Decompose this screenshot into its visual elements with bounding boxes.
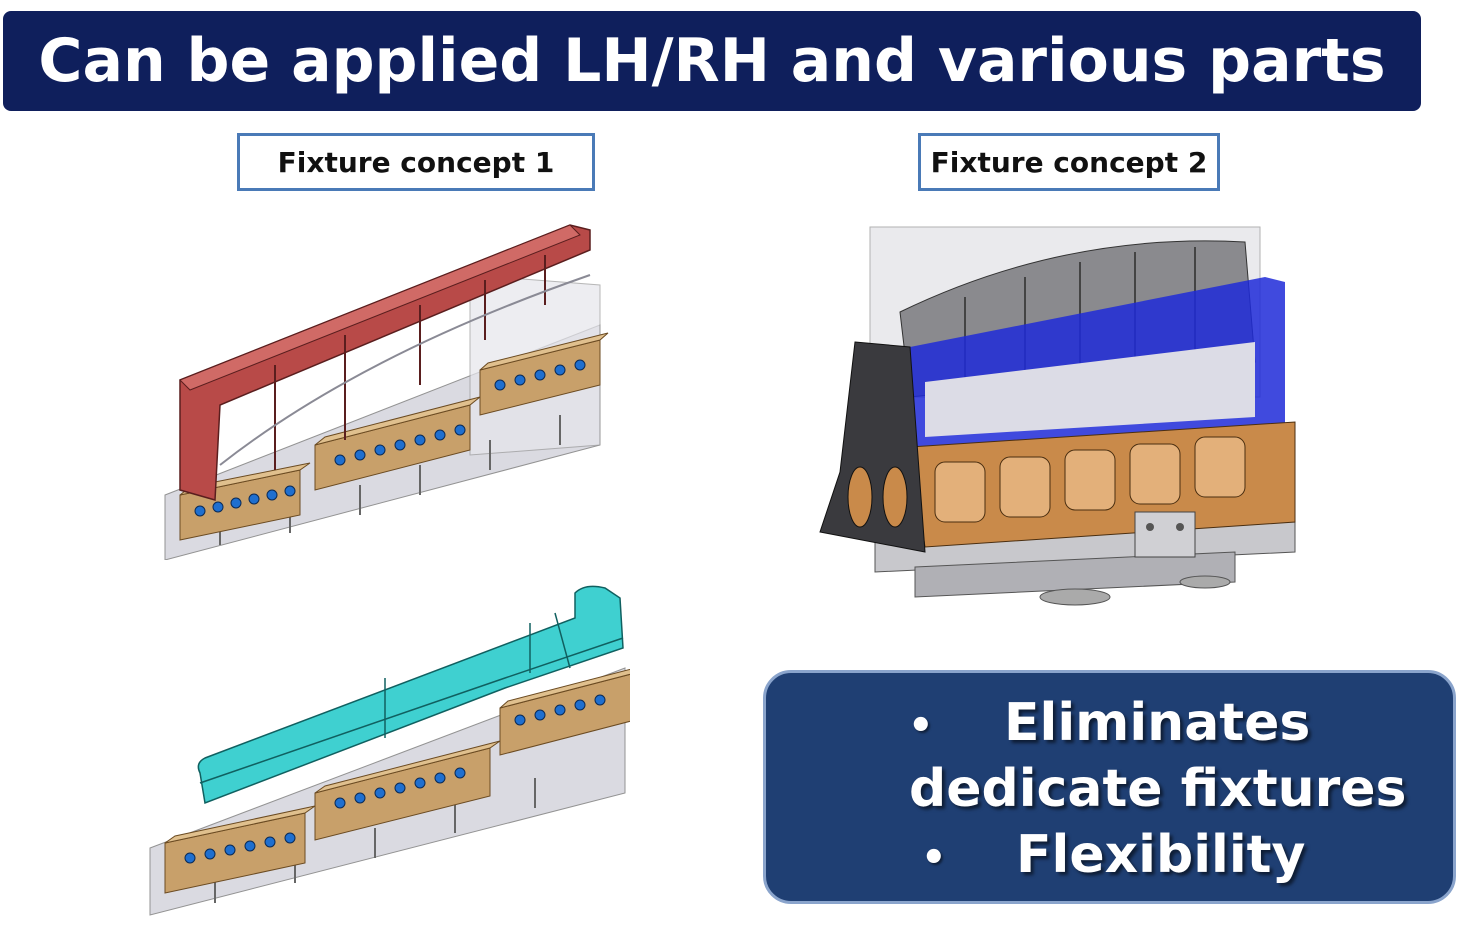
benefit-dedicate-fixtures: dedicate fixtures	[909, 759, 1407, 819]
bullet-2: •	[921, 835, 947, 881]
slide-title: Can be applied LH/RH and various parts	[38, 26, 1386, 96]
fixture-concept-1-red-part-image	[164, 224, 609, 560]
benefits-panel: • Eliminates dedicate fixtures • Flexibi…	[763, 670, 1456, 904]
bullet-1: •	[908, 703, 934, 749]
fixture-concept-2-label: Fixture concept 2	[918, 133, 1220, 191]
title-banner: Can be applied LH/RH and various parts	[3, 11, 1421, 111]
benefit-eliminates: Eliminates	[1004, 693, 1311, 753]
fixture-concept-1-label: Fixture concept 1	[237, 133, 595, 191]
benefit-flexibility: Flexibility	[1016, 825, 1306, 885]
fixture-concept-1-teal-part-image	[149, 585, 630, 916]
fixture-concept-2-image	[819, 226, 1296, 606]
